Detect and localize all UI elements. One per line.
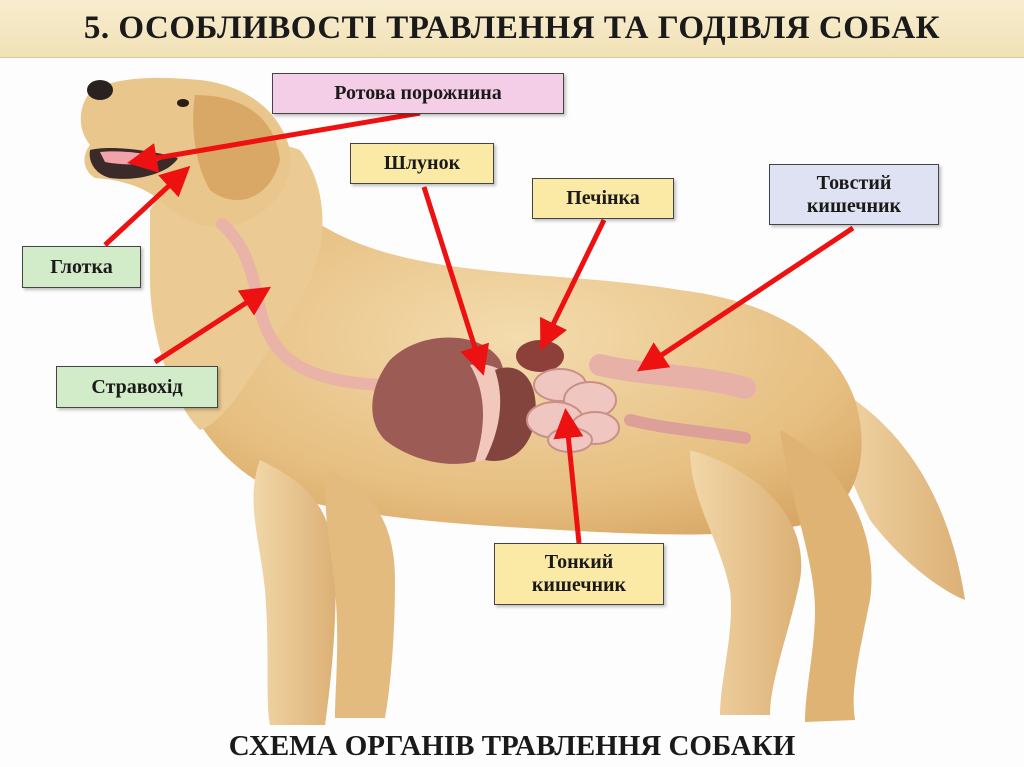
label-pharynx: Глотка bbox=[22, 246, 141, 288]
label-mouth: Ротова порожнина bbox=[272, 73, 564, 114]
liver-organ bbox=[516, 340, 564, 372]
slide-title-bar: 5. ОСОБЛИВОСТІ ТРАВЛЕННЯ ТА ГОДІВЛЯ СОБА… bbox=[0, 0, 1024, 58]
dog-tail bbox=[830, 390, 965, 600]
arrow-stomach bbox=[421, 186, 490, 376]
arrow-esophagus bbox=[153, 286, 272, 365]
dog-eye bbox=[177, 99, 189, 107]
slide-title: 5. ОСОБЛИВОСТІ ТРАВЛЕННЯ ТА ГОДІВЛЯ СОБА… bbox=[83, 10, 941, 46]
large-intestine-organ bbox=[589, 354, 756, 399]
dog-hind-leg-2 bbox=[780, 430, 872, 722]
label-large-intestine: Товстий кишечник bbox=[769, 164, 939, 225]
diagram-caption: СХЕМА ОРГАНІВ ТРАВЛЕННЯ СОБАКИ bbox=[228, 730, 796, 762]
arrow-large-intestine bbox=[637, 225, 855, 372]
arrow-liver bbox=[540, 218, 607, 351]
label-small-intestine: Тонкий кишечник bbox=[494, 543, 664, 605]
arrow-pharynx bbox=[103, 165, 191, 247]
label-stomach: Шлунок bbox=[350, 143, 494, 184]
dog-hind-leg-1 bbox=[690, 450, 802, 715]
dog-front-leg-1 bbox=[253, 460, 336, 725]
label-liver: Печінка bbox=[532, 178, 674, 219]
liver-lobe bbox=[485, 367, 536, 461]
dog-ear bbox=[193, 95, 280, 200]
label-esophagus: Стравохід bbox=[56, 366, 218, 408]
dog-front-leg-2 bbox=[325, 470, 395, 718]
dog-nose bbox=[87, 80, 113, 100]
arrow-mouth bbox=[127, 110, 421, 173]
arrow-small-intestine bbox=[553, 408, 584, 544]
